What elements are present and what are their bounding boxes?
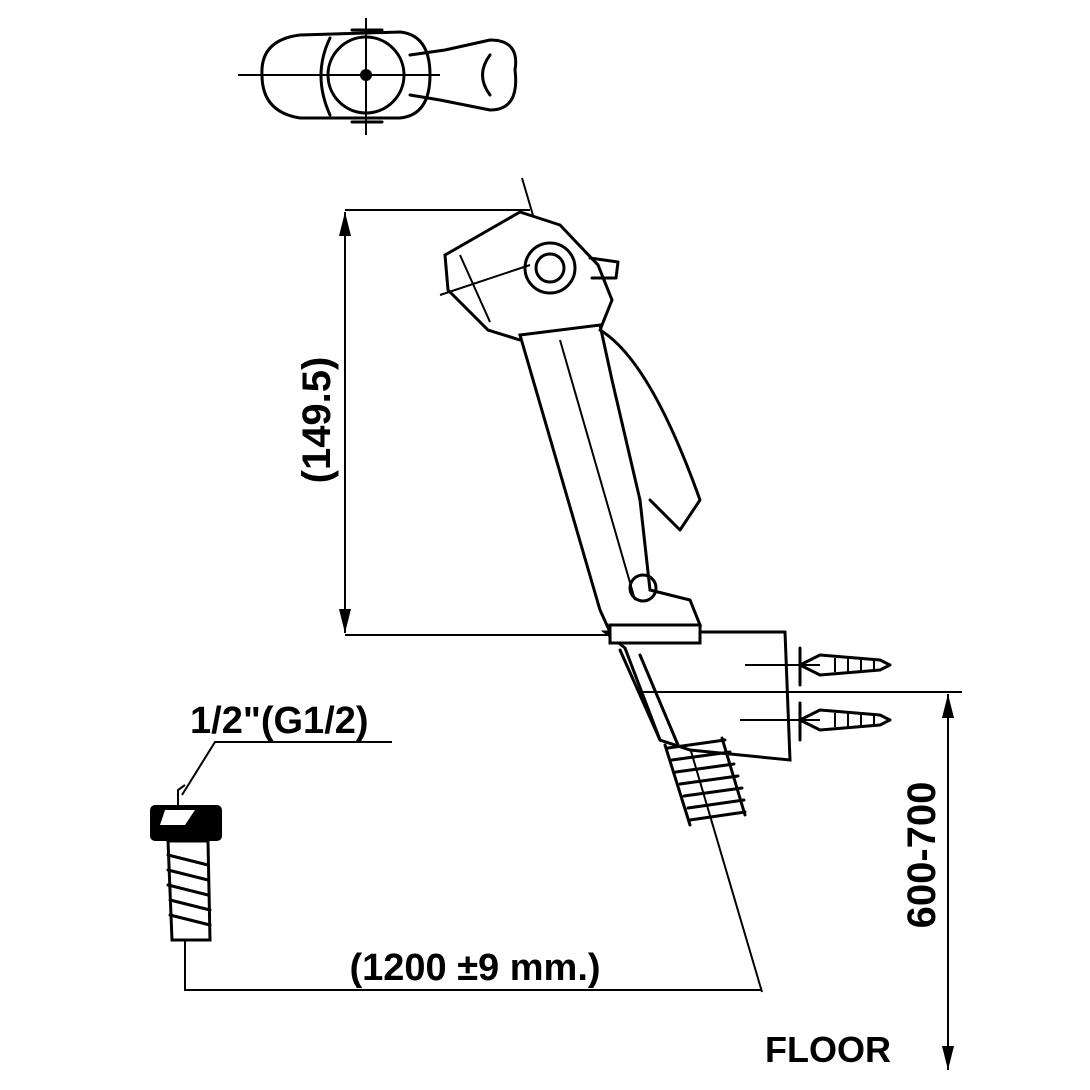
screw-top xyxy=(745,646,892,687)
floor-label: FLOOR xyxy=(765,1029,891,1070)
hose-coil xyxy=(663,736,747,827)
hose-length-label: (1200 ±9 mm.) xyxy=(349,947,600,989)
inlet-fitting xyxy=(150,784,222,942)
top-view xyxy=(238,18,518,135)
mount-height-dimension: 600-700 FLOOR xyxy=(640,691,962,1070)
hose-length-dimension: (1200 ±9 mm.) xyxy=(184,940,762,991)
mount-height-label: 600-700 xyxy=(900,782,944,929)
wall-bracket xyxy=(600,623,892,762)
thread-size-label: 1/2"(G1/2) xyxy=(190,700,369,742)
height-dimension: (149.5) xyxy=(295,209,640,636)
thread-callout: 1/2"(G1/2) xyxy=(181,700,392,796)
screw-bottom xyxy=(740,701,892,742)
spray-handset xyxy=(439,210,703,634)
dimension-height-label: (149.5) xyxy=(295,357,339,484)
